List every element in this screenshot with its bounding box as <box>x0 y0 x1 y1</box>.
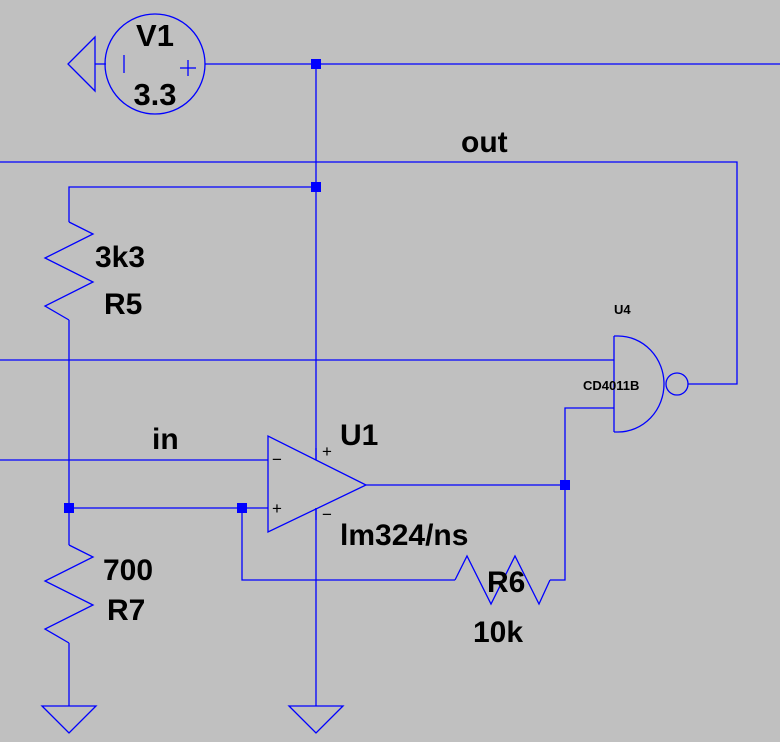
wire-r6-right <box>550 485 566 581</box>
r6-name: R6 <box>487 566 525 599</box>
wire-r5-top <box>68 186 316 222</box>
resistor-r6: R6 10k <box>454 554 551 649</box>
r5-name: R5 <box>104 288 142 321</box>
wires <box>0 63 780 706</box>
ground-icon <box>287 705 345 734</box>
u4-model: CD4011B <box>583 378 639 393</box>
opamp-u1: − + + − U1 lm324/ns <box>267 419 468 552</box>
v1-name: V1 <box>136 18 174 53</box>
r7-name: R7 <box>107 594 145 627</box>
junction-dot <box>311 59 321 69</box>
wire-r6-left <box>241 508 455 581</box>
r7-value: 700 <box>103 554 153 587</box>
v1-value: 3.3 <box>133 77 176 112</box>
wire-out-net <box>0 161 738 385</box>
u1-model: lm324/ns <box>340 519 468 552</box>
junctions <box>64 59 570 513</box>
source-circle <box>104 13 206 115</box>
voltage-source-v1: V1 3.3 <box>104 13 206 115</box>
u1-name: U1 <box>340 419 378 452</box>
r6-value: 10k <box>473 616 523 649</box>
resistor-r7: 700 R7 <box>43 544 153 644</box>
r5-value: 3k3 <box>95 241 145 274</box>
opamp-supply-minus: − <box>322 505 332 524</box>
resistor-zigzag <box>43 221 95 321</box>
resistor-zigzag <box>43 544 95 644</box>
net-label-in: in <box>152 423 179 456</box>
opamp-plus-sign: + <box>272 499 282 518</box>
junction-dot <box>64 503 74 513</box>
ground-icon <box>40 705 98 734</box>
junction-dot <box>560 480 570 490</box>
resistor-r5: 3k3 R5 <box>43 221 145 321</box>
resistor-zigzag <box>454 554 551 606</box>
wire-nand-input-2 <box>564 407 614 485</box>
nand-bubble <box>665 372 689 396</box>
opamp-triangle <box>267 434 368 534</box>
nand-gate-u4: U4 CD4011B <box>583 302 689 433</box>
net-label-out: out <box>461 126 508 159</box>
opamp-minus-sign: − <box>272 450 282 469</box>
opamp-supply-plus: + <box>322 442 332 461</box>
u4-name: U4 <box>614 302 631 317</box>
junction-dot <box>311 182 321 192</box>
nand-body <box>613 335 665 433</box>
junction-dot <box>237 503 247 513</box>
ground-icon <box>67 35 96 93</box>
